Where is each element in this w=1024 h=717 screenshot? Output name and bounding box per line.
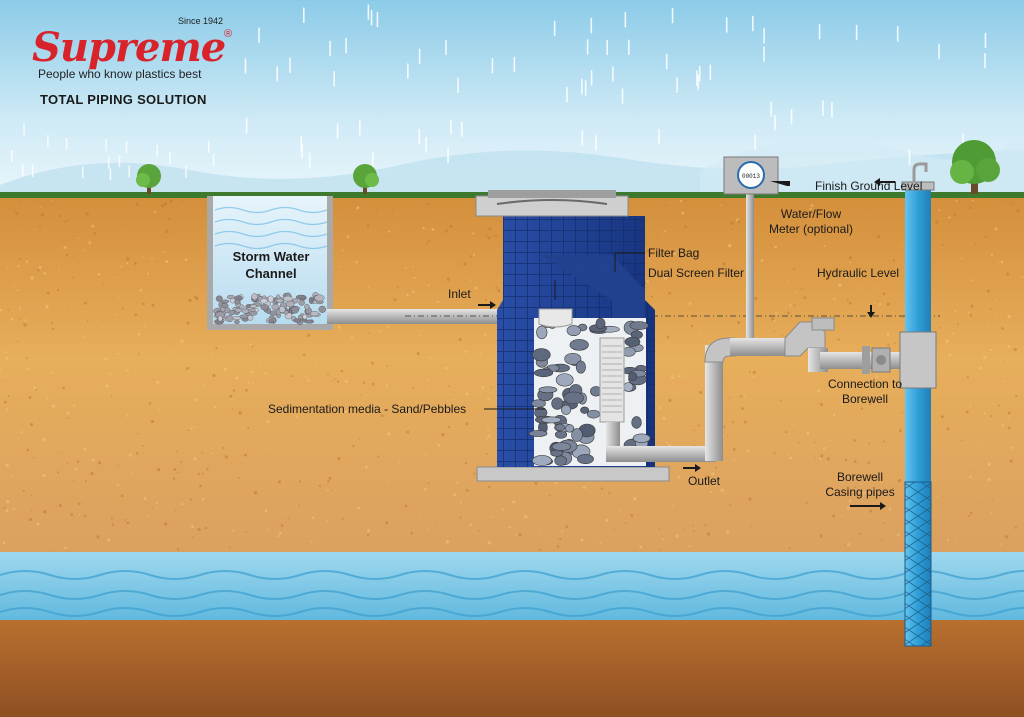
- inlet-pipe: [327, 309, 507, 324]
- label-water-flow-meter: Water/Flow Meter (optional): [768, 207, 854, 236]
- label-dual-screen-filter: Dual Screen Filter: [648, 266, 745, 280]
- rain-drops: [11, 4, 987, 181]
- flow-meter: 00013: [723, 156, 779, 338]
- filter-bag: [538, 308, 573, 328]
- label-outlet: Outlet: [688, 474, 721, 488]
- tree-right: [950, 140, 1000, 194]
- label-inlet: Inlet: [448, 287, 471, 301]
- brand-solution: TOTAL PIPING SOLUTION: [40, 92, 207, 107]
- leader-lines: [484, 252, 645, 410]
- brand-block: Since 1942 Supreme ® People who know pla…: [32, 12, 242, 107]
- tree-left: [136, 164, 161, 194]
- meter-display: 00013: [742, 173, 760, 180]
- brand-since: Since 1942: [178, 16, 224, 26]
- label-borewell-casing-pipes: Borewell Casing pipes: [825, 470, 895, 499]
- label-filter-bag: Filter Bag: [648, 246, 700, 260]
- label-sedimentation-media: Sedimentation media - Sand/Pebbles: [268, 402, 467, 416]
- label-finish-ground-level: Finish Ground Level: [815, 179, 923, 193]
- groundwater-aquifer: [0, 552, 1024, 622]
- label-hydraulic-level: Hydraulic Level: [817, 266, 900, 280]
- storm-water-channel: [207, 196, 333, 330]
- label-connection-to-borewell: Connection to Borewell: [827, 377, 903, 406]
- tank-cover: [475, 190, 629, 217]
- brand-registered-mark: ®: [224, 28, 233, 40]
- recharge-tank: [497, 216, 655, 467]
- brand-tagline: People who know plastics best: [38, 67, 202, 81]
- borewell: [899, 162, 937, 647]
- tree-middle: [353, 164, 379, 194]
- outlet-pipe: [606, 317, 910, 462]
- brand-logo: Supreme: [32, 24, 226, 71]
- tank-base-slab: [476, 466, 670, 482]
- water-waves: [0, 570, 1024, 617]
- arrows: [478, 178, 895, 510]
- deep-soil-layer: [0, 620, 1024, 717]
- label-storm-water-channel: Storm Water Channel: [232, 249, 310, 281]
- dual-screen-filter: [599, 337, 625, 458]
